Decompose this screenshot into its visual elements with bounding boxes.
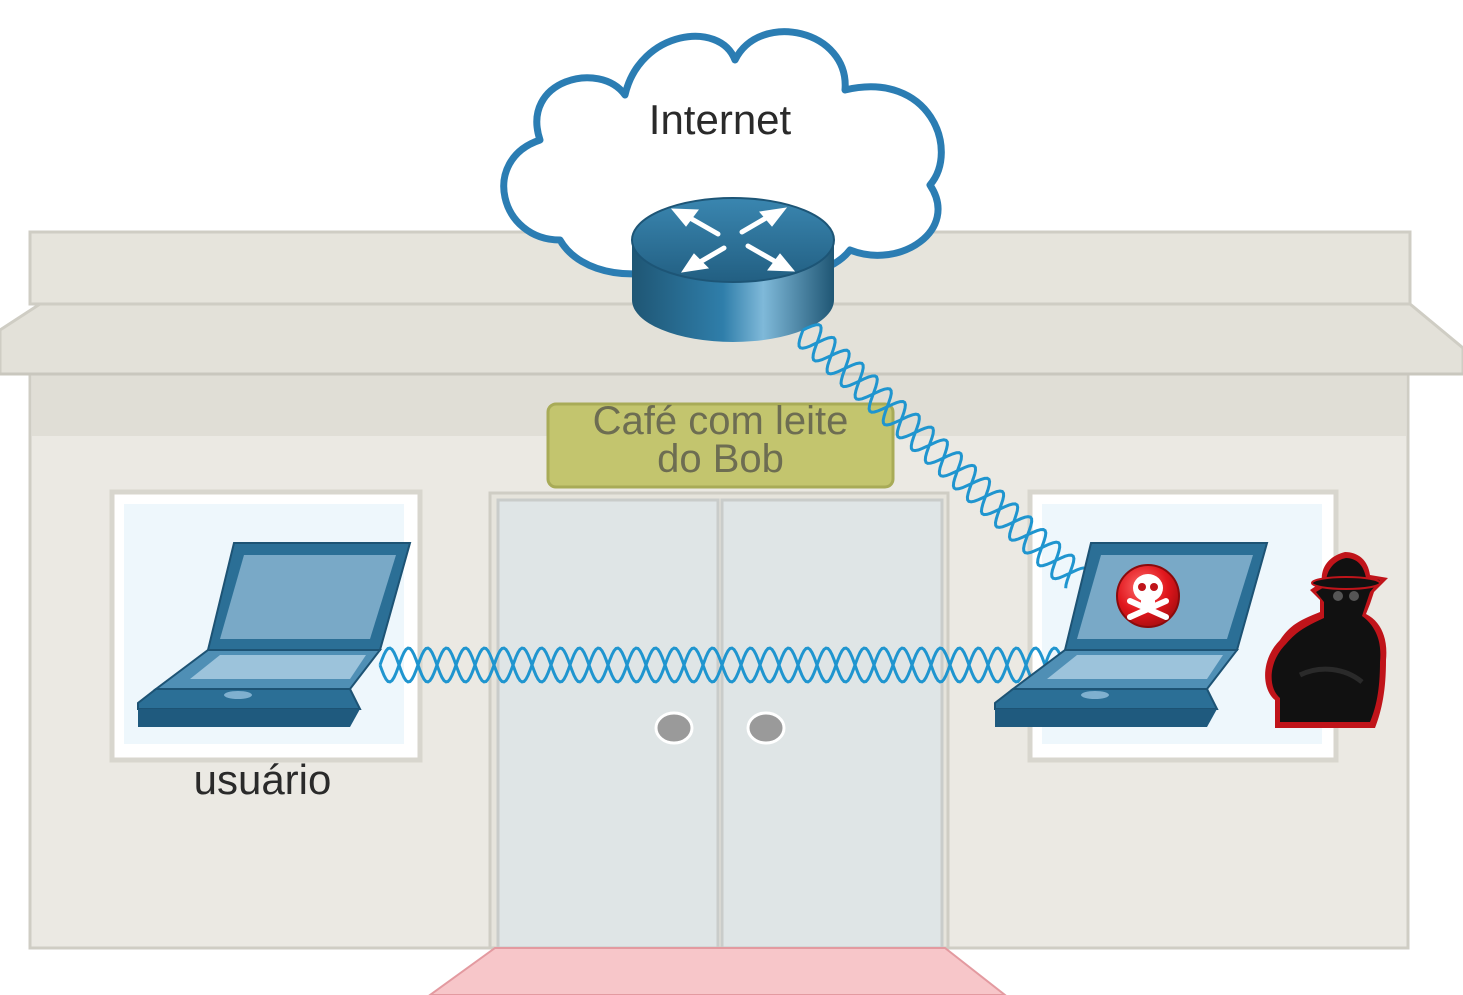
wireless-link-user-attacker <box>378 646 1062 684</box>
router-icon <box>631 197 835 342</box>
cafe-sign-line-1: Café com leite <box>592 399 849 443</box>
wireless-links <box>378 323 1085 684</box>
user-label: usuário <box>193 756 332 803</box>
right-door-handle <box>746 711 786 745</box>
cafe-sign-text: Café com leite do Bob <box>548 399 893 481</box>
hacker-icon <box>1265 552 1388 728</box>
cafe-sign <box>546 402 895 489</box>
wireless-link-router-attacker-strand-2 <box>802 323 1076 589</box>
cafe-sign-line-2: do Bob <box>657 437 784 481</box>
doormat <box>428 947 1007 995</box>
user-laptop-icon <box>137 542 412 727</box>
wireless-link-router-attacker <box>797 323 1085 589</box>
double-door <box>488 491 950 950</box>
skull-crossbones-icon <box>1116 564 1180 628</box>
wireless-link-router-attacker-strand-1 <box>797 329 1085 581</box>
left-door-handle <box>654 711 694 745</box>
wireless-link-user-attacker-strand-2 <box>378 646 1062 684</box>
internet-label: Internet <box>648 96 792 143</box>
